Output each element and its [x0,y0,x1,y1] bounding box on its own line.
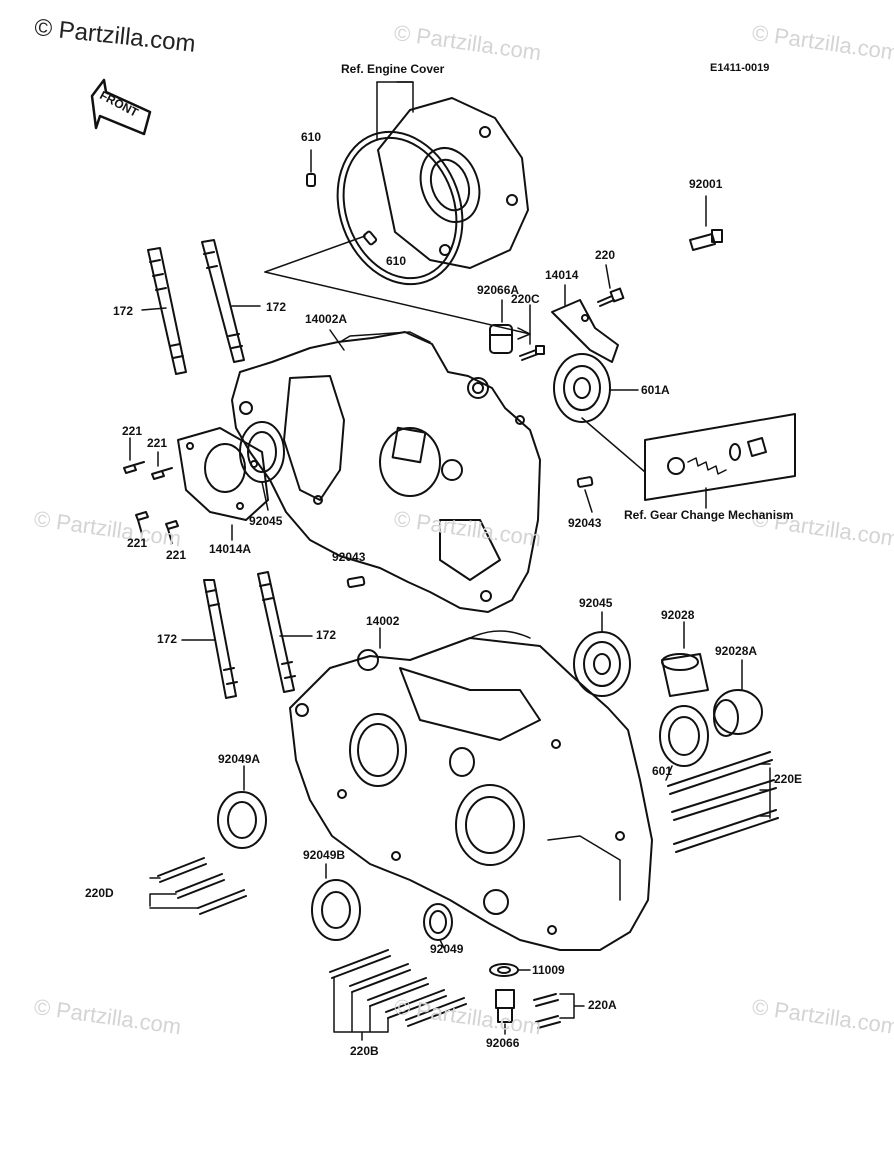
bolt-220C [519,304,545,361]
part-label-92066: 92066 [486,1036,520,1050]
crankcase-lower-14002 [289,627,653,951]
plate-14014A [177,427,269,541]
ref-engine-cover-label: Ref. Engine Cover [341,62,445,76]
part-label-221-b: 221 [147,436,168,450]
seal-92049A [217,765,267,849]
engine-cover [377,97,529,269]
bolts-220D [149,857,247,915]
part-label-221-d: 221 [166,548,187,562]
bearing-601 [659,705,709,781]
dowel-pin-610-top [306,173,316,187]
part-label-92049B: 92049B [303,848,346,862]
part-label-221-c: 221 [127,536,148,550]
stud-172-lower-left [181,579,238,699]
crankcase-upper-14002A [231,329,541,613]
part-label-92001: 92001 [689,177,723,191]
part-label-92049A: 92049A [218,752,261,766]
plug-92066A [489,299,513,354]
bearing-92045-lower [573,611,631,697]
part-label-92045-upper: 92045 [249,514,283,528]
stud-172-lower-right [257,571,313,693]
screw-92001 [689,195,723,251]
part-label-220: 220 [595,248,616,262]
part-label-172-d: 172 [316,628,337,642]
part-label-14002A: 14002A [305,312,348,326]
pin-92043-right [576,476,594,488]
part-label-601A: 601A [641,383,670,397]
washer-11009 [489,963,531,977]
part-label-220B: 220B [350,1044,379,1058]
stud-172-upper-right [201,239,261,363]
bolts-220A [533,993,585,1029]
part-label-92028A: 92028A [715,644,758,658]
plug-92066 [495,989,515,1035]
dowel-pin-610-ring [362,230,378,246]
part-label-221-a: 221 [122,424,143,438]
part-label-92043-left: 92043 [332,550,366,564]
part-label-92066A: 92066A [477,283,520,297]
part-label-14014: 14014 [545,268,579,282]
bolts-220B [329,949,467,1041]
screws-221 [123,437,179,544]
part-label-92043-right: 92043 [568,516,602,530]
part-label-92049: 92049 [430,942,464,956]
part-label-11009: 11009 [532,963,565,977]
part-label-172-b: 172 [266,300,287,314]
part-label-220C: 220C [511,292,540,306]
part-label-14014A: 14014A [209,542,252,556]
part-label-610-ring: 610 [386,254,407,268]
bearing-92045-upper [239,421,285,511]
seal-92049 [423,903,453,949]
ref-gear-change-label: Ref. Gear Change Mechanism [624,508,794,522]
pin-92043-left [346,575,366,589]
bracket-14014 [551,284,619,363]
part-label-92028: 92028 [661,608,695,622]
bolts-220E [667,751,779,853]
part-label-172-c: 172 [157,632,178,646]
front-arrow-icon [90,78,152,136]
bearing-601A [553,353,639,423]
engine-cover-leaders [376,81,414,141]
seal-92049B [311,863,361,941]
gear-change-box [581,413,796,509]
engine-cover-gasket [336,130,464,286]
part-label-220A: 220A [588,998,617,1012]
part-label-220D: 220D [85,886,114,900]
part-label-14002: 14002 [366,614,400,628]
collar-92028A [713,659,763,737]
part-label-92045-lower: 92045 [579,596,613,610]
part-label-172-a: 172 [113,304,134,318]
part-label-601: 601 [652,764,673,778]
diagram-code: E1411-0019 [710,62,770,74]
part-label-610-top: 610 [301,130,322,144]
stud-172-upper-left [141,247,187,375]
part-label-220E: 220E [774,772,803,786]
bolt-220 [597,264,625,307]
plug-92028 [661,621,709,697]
